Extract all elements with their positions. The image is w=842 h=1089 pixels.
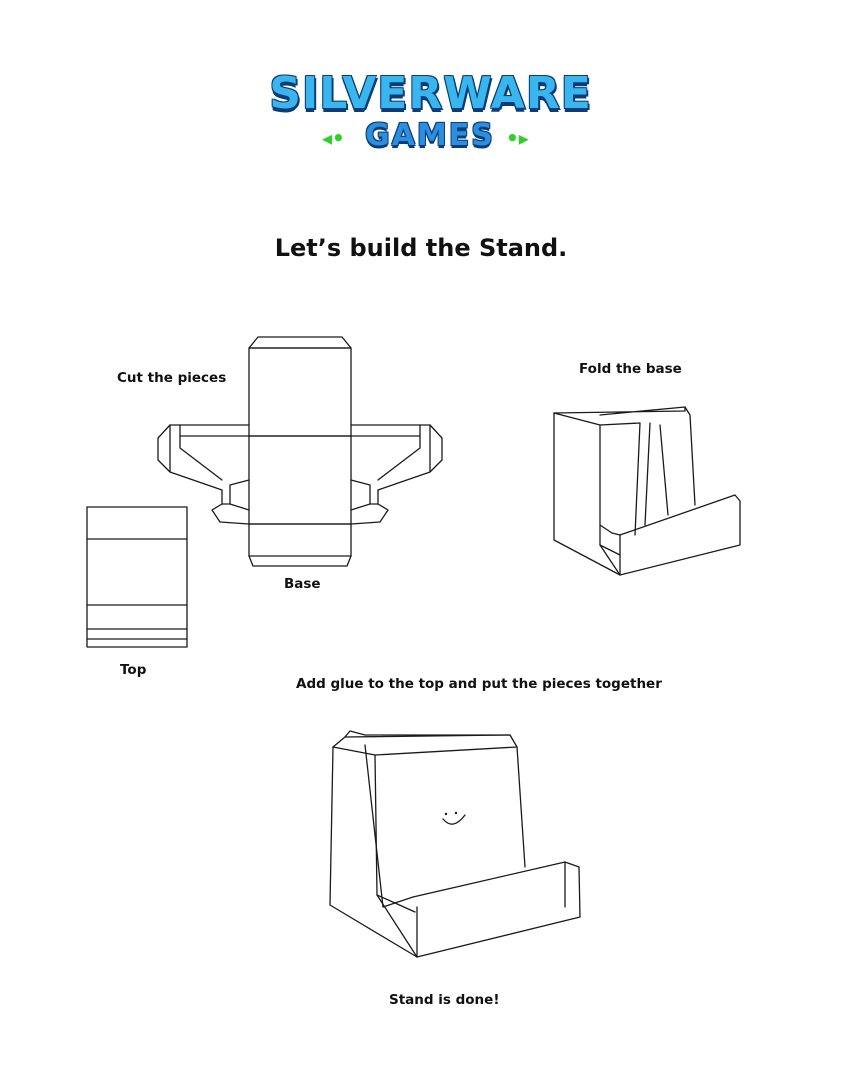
stand-done-label: Stand is done! (389, 992, 500, 1008)
right-arrow-icon: •▸ (506, 126, 529, 150)
cut-pieces-label: Cut the pieces (117, 370, 227, 386)
fold-base-label: Fold the base (579, 361, 682, 377)
logo-wordmark-bottom: GAMES (365, 118, 495, 153)
left-arrow-icon: ◂• (322, 126, 345, 150)
silverware-games-logo: SILVERWARE ◂• GAMES •▸ (258, 48, 603, 158)
assembled-stand-drawing (329, 730, 581, 958)
top-cut-pattern (86, 506, 188, 648)
glue-instruction-label: Add glue to the top and put the pieces t… (296, 676, 662, 692)
base-piece-label: Base (284, 576, 321, 592)
base-cut-pattern (157, 336, 443, 567)
top-piece-label: Top (120, 662, 147, 678)
page-title: Let’s build the Stand. (274, 234, 568, 262)
folded-base-drawing (553, 406, 741, 576)
logo-wordmark-top: SILVERWARE (269, 68, 592, 119)
smile-face-mark (442, 814, 466, 825)
